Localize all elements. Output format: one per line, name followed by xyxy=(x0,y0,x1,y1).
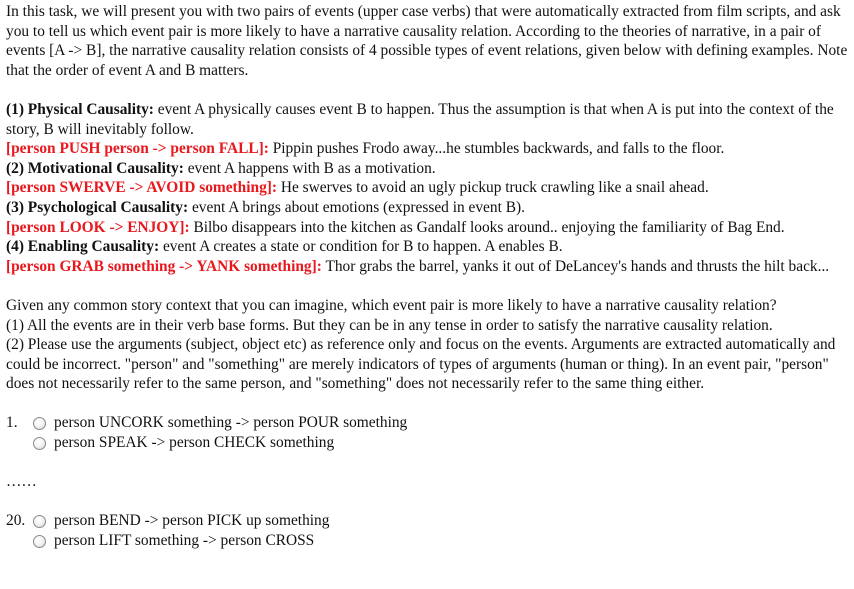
type-desc: event A creates a state or condition for… xyxy=(159,238,563,256)
example-pair: [person SWERVE -> AVOID something]: xyxy=(6,179,278,197)
example-pair: [person GRAB something -> YANK something… xyxy=(6,257,322,275)
instruction-line: (2) Please use the arguments (subject, o… xyxy=(6,336,836,393)
example-text: Bilbo disappears into the kitchen as Gan… xyxy=(189,218,785,236)
example-text: Thor grabs the barrel, yanks it out of D… xyxy=(321,257,830,275)
example-physical: [person PUSH person -> person FALL]: Pip… xyxy=(6,139,854,159)
option-label[interactable]: person UNCORK something -> person POUR s… xyxy=(33,413,407,433)
instruction-line: (1) All the events are in their verb bas… xyxy=(6,316,773,334)
option-text: person UNCORK something -> person POUR s… xyxy=(54,414,408,432)
type-title: (4) Enabling Causality: xyxy=(6,238,160,256)
example-pair: [person LOOK -> ENJOY]: xyxy=(6,218,190,236)
type-title: (3) Psychological Causality: xyxy=(6,198,189,216)
type-desc: event A brings about emotions (expressed… xyxy=(188,198,525,216)
example-motivational: [person SWERVE -> AVOID something]: He s… xyxy=(6,178,854,198)
radio-button[interactable] xyxy=(33,515,46,529)
option-label[interactable]: person SPEAK -> person CHECK something xyxy=(33,433,334,453)
option-text: person SPEAK -> person CHECK something xyxy=(54,434,335,452)
example-text: He swerves to avoid an ugly pickup truck… xyxy=(277,179,709,197)
question-20: 20. person BEND -> person PICK up someth… xyxy=(6,511,854,550)
option-text: person BEND -> person PICK up something xyxy=(54,512,330,530)
question-number: 1. xyxy=(6,414,18,432)
option-label[interactable]: person BEND -> person PICK up something xyxy=(33,511,329,531)
option-label[interactable]: person LIFT something -> person CROSS xyxy=(33,531,314,551)
type-desc: event A happens with B as a motivation. xyxy=(183,159,436,177)
type-title: (1) Physical Causality: xyxy=(6,100,154,118)
type-desc: event A physically causes event B to hap… xyxy=(6,100,834,138)
ellipsis: …… xyxy=(6,473,37,491)
type-physical: (1) Physical Causality: event A physical… xyxy=(6,100,854,139)
causality-types: (1) Physical Causality: event A physical… xyxy=(6,100,854,276)
example-pair: [person PUSH person -> person FALL]: xyxy=(6,140,269,158)
type-motivational: (2) Motivational Causality: event A happ… xyxy=(6,159,854,179)
example-psychological: [person LOOK -> ENJOY]: Bilbo disappears… xyxy=(6,218,854,238)
task-page: In this task, we will present you with t… xyxy=(6,3,854,550)
intro-text: In this task, we will present you with t… xyxy=(6,3,848,79)
radio-button[interactable] xyxy=(33,436,46,450)
example-enabling: [person GRAB something -> YANK something… xyxy=(6,257,854,277)
question-number: 20. xyxy=(6,512,26,530)
type-title: (2) Motivational Causality: xyxy=(6,159,184,177)
type-enabling: (4) Enabling Causality: event A creates … xyxy=(6,237,854,257)
type-psychological: (3) Psychological Causality: event A bri… xyxy=(6,198,854,218)
radio-button[interactable] xyxy=(33,417,46,431)
option-text: person LIFT something -> person CROSS xyxy=(54,532,315,550)
example-text: Pippin pushes Frodo away...he stumbles b… xyxy=(268,140,725,158)
radio-button[interactable] xyxy=(33,534,46,548)
question-1: 1. person UNCORK something -> person POU… xyxy=(6,413,854,452)
instruction-line: Given any common story context that you … xyxy=(6,296,777,314)
instructions: Given any common story context that you … xyxy=(6,296,854,394)
